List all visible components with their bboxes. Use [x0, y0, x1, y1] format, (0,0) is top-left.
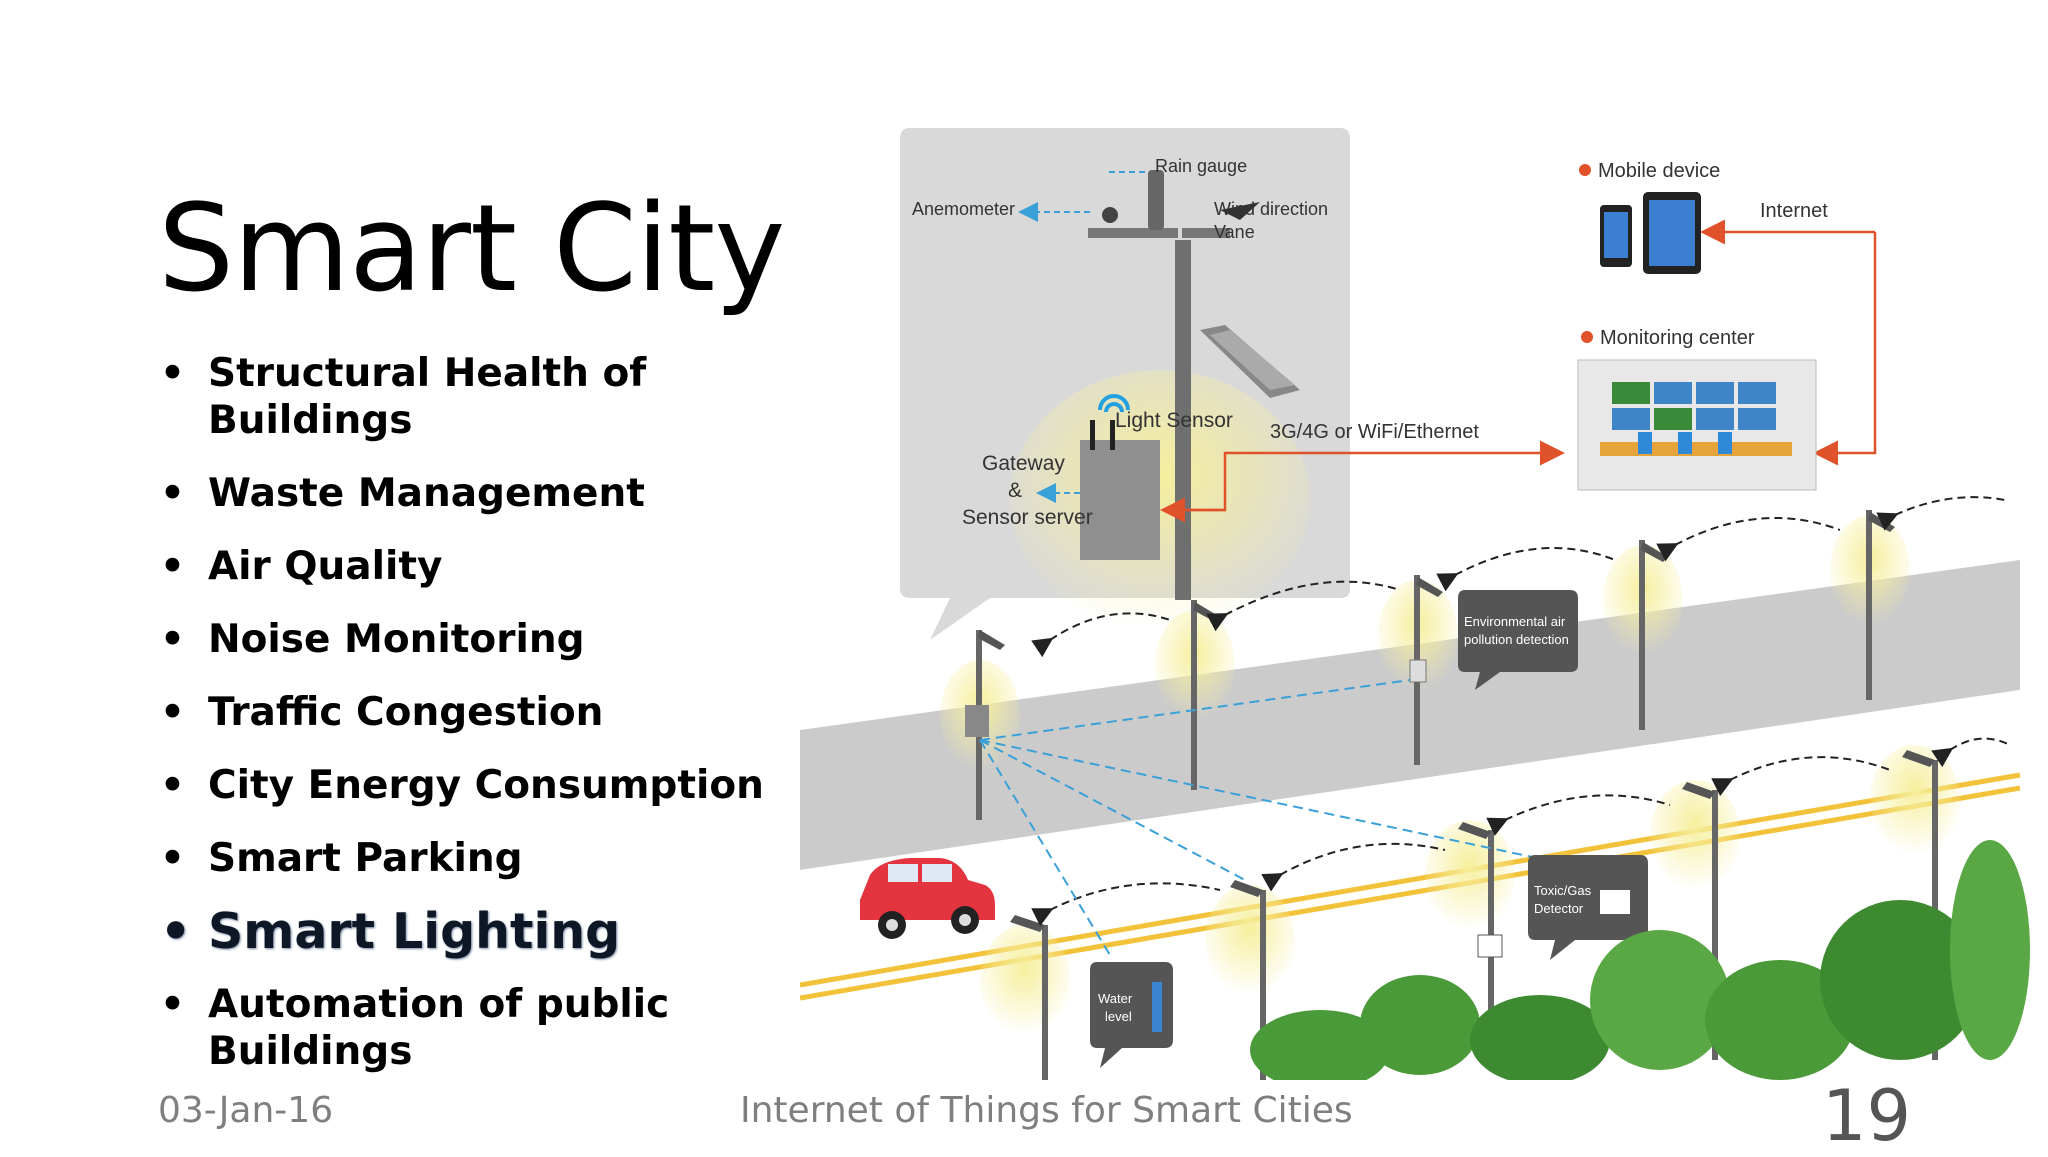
label-rain-gauge: Rain gauge [1155, 156, 1247, 176]
label-wind-direction: Wind direction [1214, 199, 1328, 219]
label-internet: Internet [1760, 200, 1828, 222]
footer-title: Internet of Things for Smart Cities [740, 1090, 1353, 1131]
label-water: Water [1098, 991, 1133, 1006]
detail-callout: Rain gauge Anemometer Wind direction Van… [900, 128, 1350, 640]
label-level: level [1105, 1009, 1132, 1024]
wifi-icon [1098, 394, 1130, 411]
label-monitoring-center: Monitoring center [1600, 327, 1755, 349]
label-gateway: Gateway [982, 452, 1065, 475]
env-air-callout: Environmental air pollution detection [1458, 590, 1578, 690]
bullet-item-highlighted: Smart Lighting [160, 907, 820, 956]
wind-vane-icon [1220, 202, 1260, 220]
label-anemometer: Anemometer [912, 199, 1015, 219]
monitoring-room-icon [1577, 359, 1817, 491]
car-icon [860, 858, 995, 939]
label-light-sensor: Light Sensor [1115, 409, 1233, 432]
bullet-item: Traffic Congestion [160, 689, 820, 736]
slide-number: 19 [1822, 1075, 1912, 1157]
bullet-item: Automation of public Buildings [160, 981, 820, 1075]
gateway-box-icon [1080, 440, 1160, 560]
label-mobile-device: Mobile device [1598, 160, 1720, 182]
water-sensor-icon [1152, 982, 1162, 1032]
plants [1250, 840, 2030, 1080]
water-level-callout: Water level [1090, 962, 1173, 1068]
gas-detector-icon [1600, 890, 1630, 914]
label-pollution-detection: pollution detection [1464, 632, 1569, 647]
label-vane: Vane [1214, 222, 1255, 242]
label-sensor-server: Sensor server [962, 506, 1093, 529]
label-connectivity: 3G/4G or WiFi/Ethernet [1270, 421, 1479, 443]
bullet-item: City Energy Consumption [160, 762, 820, 809]
footer-date: 03-Jan-16 [158, 1090, 334, 1131]
bullet-item: Structural Health of Buildings [160, 350, 820, 444]
label-gateway-and: & [1008, 479, 1022, 502]
toxic-gas-callout: Toxic/Gas Detector [1528, 855, 1648, 960]
label-toxic-gas: Toxic/Gas [1534, 883, 1592, 898]
label-env-air: Environmental air [1464, 614, 1566, 629]
bullet-item: Noise Monitoring [160, 616, 820, 663]
monitoring-bullet-icon [1581, 331, 1593, 343]
bullet-item: Waste Management [160, 470, 820, 517]
anemometer-icon [1102, 207, 1118, 223]
gateway-box-small-icon [965, 705, 989, 737]
bullet-list: Structural Health of Buildings Waste Man… [160, 350, 820, 1101]
bullet-item: Air Quality [160, 543, 820, 590]
rain-gauge-icon [1148, 170, 1164, 230]
bullet-item: Smart Parking [160, 835, 820, 882]
street-scene: Environmental air pollution detection To… [800, 496, 2030, 1080]
label-detector: Detector [1534, 901, 1584, 916]
mobile-bullet-icon [1579, 164, 1591, 176]
slide-title: Smart City [158, 180, 785, 319]
smart-city-diagram: Rain gauge Anemometer Wind direction Van… [800, 128, 2030, 1080]
